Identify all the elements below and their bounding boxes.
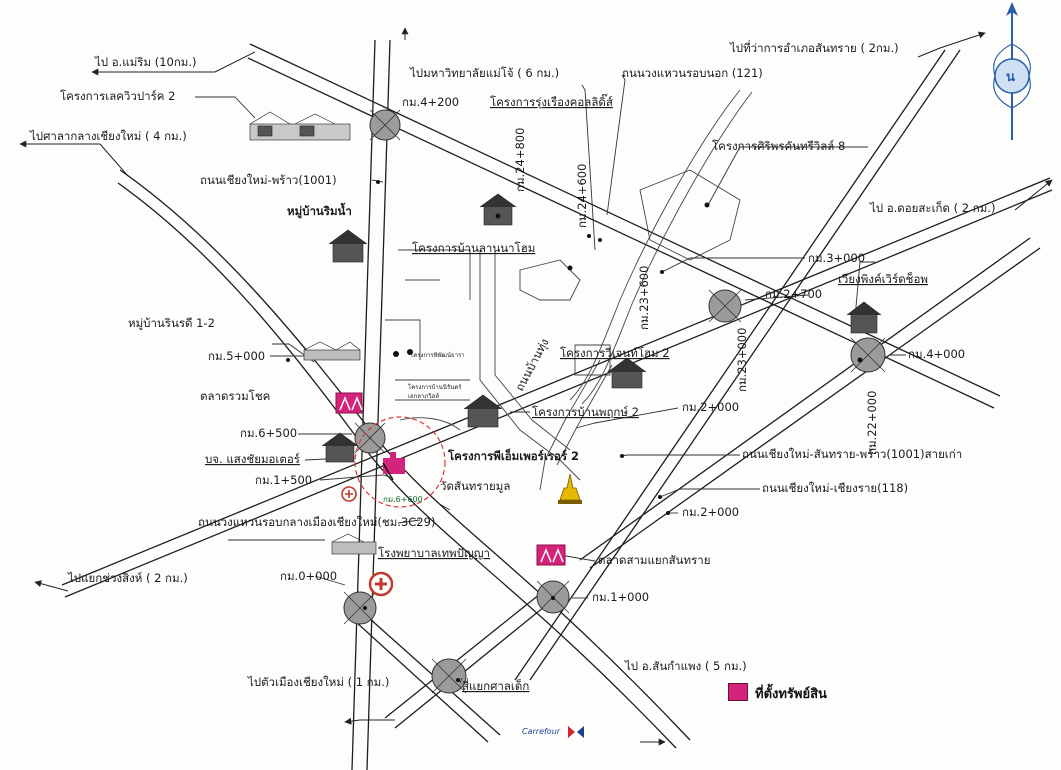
house-icon-lake-view bbox=[249, 111, 351, 141]
label-talat-ruam-chok: ตลาดรวมโชค bbox=[200, 389, 270, 403]
secondary-roads bbox=[385, 89, 753, 491]
label-wiangphing: เวียงพิงค์เวิร์ดช็อพ bbox=[838, 271, 928, 286]
legend-label: ที่ตั้งทรัพย์สิน bbox=[755, 687, 827, 702]
label-km-0-000: กม.0+000 bbox=[280, 569, 337, 583]
label-cm-chiangrai-118: ถนนเชียงใหม่-เชียงราย(118) bbox=[762, 481, 908, 495]
label-km-23-000: กม.23+000 bbox=[735, 328, 749, 392]
label-km-24-600: กม.24+600 bbox=[575, 164, 589, 228]
legend-swatch bbox=[728, 683, 748, 701]
label-km-2-700: กม.2+700 bbox=[765, 287, 822, 301]
map-labels: ไป อ.แม่ริม (10กม.) โครงการเลควิวปาร์ค 2… bbox=[29, 40, 995, 736]
label-outer-ring-road: ถนนวงแหวนรอบนอก (121) bbox=[622, 66, 763, 80]
label-km-22-000: กม.22+000 bbox=[865, 391, 879, 455]
label-km-23-600: กม.23+600 bbox=[637, 266, 651, 330]
label-thep-panya-hospital: โรงพยาบาลเทพปัญญา bbox=[378, 546, 490, 560]
house-icon-wiangphing bbox=[846, 301, 882, 334]
north-arrow-icon: น bbox=[993, 2, 1031, 140]
label-km-1-000: กม.1+000 bbox=[592, 590, 649, 604]
road-chiangmai-phrao-1001 bbox=[351, 39, 391, 770]
label-small-project-3: เอกลาภวิลล์ bbox=[408, 392, 439, 400]
road-southwest bbox=[344, 589, 556, 743]
hospital-icon bbox=[368, 571, 394, 597]
label-cm-sansai-phrao: ถนนเชียงใหม่-สันทราย-พร้าว(1001)สายเก่า bbox=[742, 447, 962, 461]
road-chiangrai-118 bbox=[514, 49, 961, 681]
label-mu-ban-rim-nam: หมู่บ้านริมน้ำ bbox=[287, 202, 352, 219]
label-to-san-kamphaeng: ไป อ.สันกำแพง ( 5 กม.) bbox=[624, 659, 747, 673]
label-km-5-000: กม.5+000 bbox=[208, 349, 265, 363]
label-to-doi-saket: ไป อ.ดอยสะเก็ด ( 2 กม.) bbox=[869, 200, 995, 215]
marker-small-red bbox=[341, 486, 357, 502]
label-ban-lanna-home: โครงการบ้านลานนาโฮม bbox=[412, 241, 535, 255]
label-siripornchantra: โครงการศิริพรคันทรีวิลล์ 8 bbox=[712, 139, 845, 153]
label-km-6-500: กม.6+500 bbox=[240, 426, 297, 440]
label-km-2-000-b: กม.2+000 bbox=[682, 505, 739, 519]
house-icon-rungruang bbox=[479, 193, 517, 226]
road-sansai-diagonal bbox=[61, 177, 1053, 598]
label-bjs-motor: บจ. แสงชัยมอเตอร์ bbox=[205, 452, 300, 466]
label-km-1-500: กม.1+500 bbox=[255, 473, 312, 487]
house-icon-rim-nam bbox=[328, 229, 368, 263]
label-km-4-200: กม.4+200 bbox=[402, 95, 459, 109]
label-km-24-800: กม.24+800 bbox=[513, 128, 527, 192]
label-wat-san-sai-mun: วัดสันทรายมูล bbox=[440, 479, 510, 493]
road-east-lower bbox=[579, 237, 1041, 569]
label-the-emperor: โครงการพีเอ็มเพอร์เรอร์ 2 bbox=[447, 448, 579, 463]
label-talat-sam-yaek: ตลาดสามแยกสันทราย bbox=[598, 553, 710, 567]
label-to-town-hall: ไปศาลากลางเชียงใหม่ ( 4 กม.) bbox=[29, 129, 187, 143]
label-to-chiang-mai-city: ไปตัวเมืองเชียงใหม่ ( 1 กม.) bbox=[247, 675, 389, 689]
housing-icons bbox=[249, 111, 882, 555]
temple-icon bbox=[558, 473, 582, 504]
label-small-project-1: โครงการพิพัฒน์ธารา bbox=[410, 351, 465, 359]
label-to-chang-phueak: ไปแยกช่วงสิงห์ ( 2 กม.) bbox=[67, 571, 188, 585]
label-lake-view-park: โครงการเลควิวปาร์ค 2 bbox=[60, 89, 175, 103]
label-ruean-suk-home: โครงการวีเจนท์โฮม 2 bbox=[560, 346, 670, 360]
label-to-mae-rim: ไป อ.แม่ริม (10กม.) bbox=[94, 55, 197, 69]
label-ban-phruksa: โครงการบ้านพฤกษ์ 2 bbox=[532, 405, 639, 419]
house-icon-phruksa bbox=[463, 394, 503, 428]
house-icon-bjs bbox=[321, 432, 359, 463]
label-to-sansai-office: ไปที่ว่าการอำเภอสันทราย ( 2กม.) bbox=[729, 40, 899, 55]
house-icon-hospital-area bbox=[331, 533, 377, 555]
label-ban-chumchon: ถนนบ้านทุ่ง bbox=[512, 336, 551, 393]
label-km-2-000-a: กม.2+000 bbox=[682, 400, 739, 414]
point-markers bbox=[286, 180, 863, 682]
label-km-3-000: กม.3+000 bbox=[808, 251, 865, 265]
market-ruam-chok-icon bbox=[335, 392, 363, 414]
house-icon-rinrada bbox=[303, 341, 361, 361]
north-arrow-letter: น bbox=[1006, 70, 1015, 85]
label-four-way-junction: สี่แยกศาลเด็ก bbox=[462, 678, 529, 693]
direction-arrows bbox=[19, 27, 1053, 746]
junctions bbox=[343, 109, 886, 694]
label-carrefour: Carrefour bbox=[522, 727, 561, 736]
carrefour-logo-icon bbox=[568, 726, 584, 738]
property-marker-main bbox=[382, 452, 405, 481]
property-radius-circle bbox=[354, 416, 446, 508]
label-km-4-000: กม.4+000 bbox=[908, 347, 965, 361]
market-sam-yaek-icon bbox=[536, 544, 566, 566]
house-icon-wijen bbox=[607, 357, 647, 389]
label-km-6-600: กม.6+600 bbox=[383, 495, 423, 504]
label-rungruang: โครงการรุ่งเรืองคอลลิดิ๊ส์ bbox=[490, 93, 613, 109]
label-small-project-2: โครงการบ้านนิรันดร์ bbox=[408, 383, 462, 391]
label-cm-phrao-1001: ถนนเชียงใหม่-พร้าว(1001) bbox=[200, 173, 337, 187]
label-to-maejo-uni: ไปมหาวิทยาลัยแม่โจ้ ( 6 กม.) bbox=[409, 66, 559, 80]
label-mu-ban-rinrada: หมู่บ้านรินรดี 1-2 bbox=[128, 316, 215, 330]
label-middle-ring-road: ถนนวงแหวนรอบกลางเมืองเชียงใหม่(ชม.3C29) bbox=[198, 515, 435, 529]
